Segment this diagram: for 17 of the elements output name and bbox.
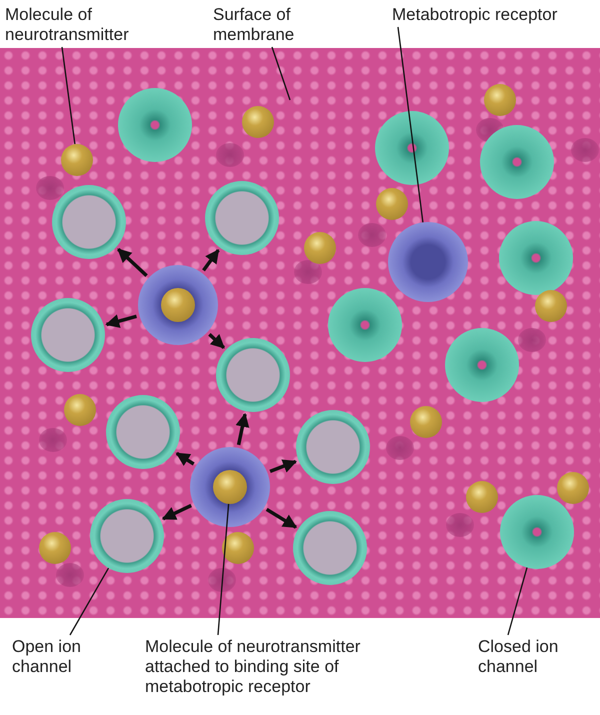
arrow <box>269 460 297 474</box>
callout-label: Closed ion channel <box>478 637 593 677</box>
callout-label: Molecule of neurotransmitter attached to binding site of metabotropic receptor <box>145 637 400 697</box>
callout-label: Molecule of neurotransmitter <box>5 5 145 45</box>
leader-line <box>397 26 424 222</box>
leader-line <box>217 504 230 636</box>
leader-line <box>61 46 76 144</box>
leader-line <box>69 568 110 636</box>
callout-label: Surface of membrane <box>213 5 333 45</box>
arrow <box>202 249 220 272</box>
arrow <box>208 333 225 349</box>
arrow <box>176 452 195 466</box>
arrow <box>162 504 192 520</box>
neurotransmitter-ball <box>161 288 195 322</box>
callout-label: Metabotropic receptor <box>392 5 597 25</box>
callout-label: Open ion channel <box>12 637 122 677</box>
neurotransmitter-ball <box>213 470 247 504</box>
